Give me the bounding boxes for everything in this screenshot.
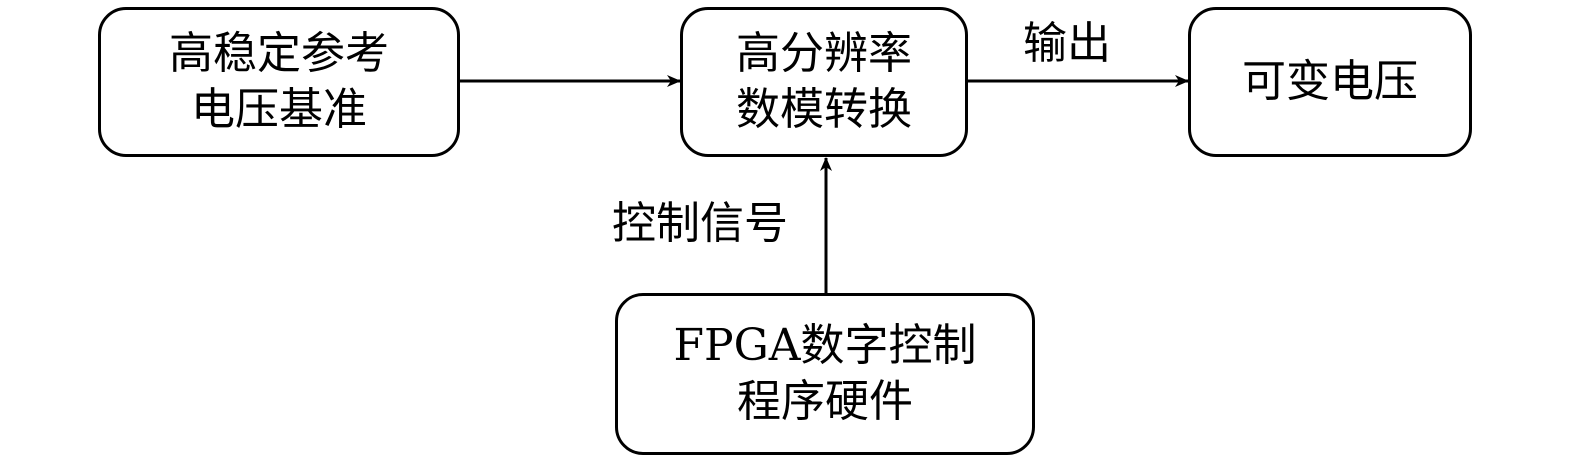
node-dac: 高分辨率 数模转换 — [680, 7, 968, 157]
node-fpga-line-1: FPGA数字控制 — [673, 320, 977, 371]
edge-label-control-signal: 控制信号 — [612, 198, 788, 249]
node-variable-voltage: 可变电压 — [1188, 7, 1472, 157]
edge-label-output: 输出 — [1023, 18, 1111, 69]
node-reference-voltage: 高稳定参考 电压基准 — [98, 7, 460, 157]
node-dac-line-1: 高分辨率 — [736, 28, 912, 79]
node-fpga-line-2: 程序硬件 — [737, 376, 913, 427]
node-reference-voltage-line-1: 高稳定参考 — [169, 28, 389, 79]
node-variable-voltage-line-1: 可变电压 — [1242, 56, 1418, 107]
node-reference-voltage-line-2: 电压基准 — [191, 84, 367, 135]
node-fpga: FPGA数字控制 程序硬件 — [615, 293, 1035, 455]
node-dac-line-2: 数模转换 — [736, 84, 912, 135]
